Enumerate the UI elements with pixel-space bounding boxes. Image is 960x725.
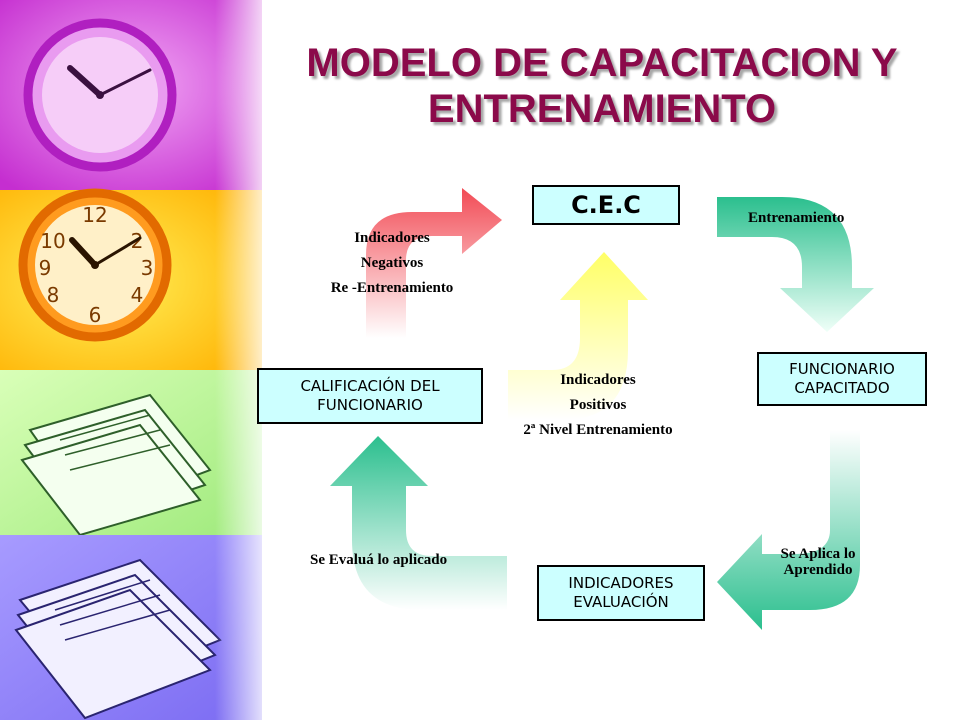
svg-text:3: 3 <box>141 256 154 280</box>
node-funcionario-line-1: FUNCIONARIO <box>789 360 895 378</box>
label-negativos: Indicadores Negativos Re -Entrenamiento <box>302 226 482 301</box>
label-negativos-line-1: Indicadores <box>354 230 430 246</box>
node-indicadores-line-1: INDICADORES <box>568 574 674 592</box>
svg-text:9: 9 <box>39 256 52 280</box>
node-funcionario-line-2: CAPACITADO <box>794 379 890 397</box>
label-entrenamiento: Entrenamiento <box>748 206 878 231</box>
cycle-diagram: C.E.C FUNCIONARIO CAPACITADO INDICADORES… <box>257 170 960 670</box>
arrow-se-evalua <box>330 436 507 610</box>
sidebar-decoration: 12 2 3 4 6 8 9 10 <box>0 0 275 720</box>
label-se-aplica-line-2: Aprendido <box>783 562 853 578</box>
node-calificacion-funcionario: CALIFICACIÓN DEL FUNCIONARIO <box>257 368 483 424</box>
arrow-negativos <box>366 188 502 338</box>
svg-text:8: 8 <box>47 283 60 307</box>
page-title: MODELO DE CAPACITACION Y ENTRENAMIENTO <box>262 40 942 132</box>
svg-text:4: 4 <box>131 283 144 307</box>
label-positivos-line-3: 2ª Nivel Entrenamiento <box>523 422 673 438</box>
arrow-entrenamiento <box>717 197 874 332</box>
node-cec: C.E.C <box>532 185 680 225</box>
arrow-se-aplica <box>717 430 860 630</box>
sidebar-fade <box>215 0 275 720</box>
svg-text:12: 12 <box>82 203 107 227</box>
title-line-1: MODELO DE CAPACITACION Y <box>306 41 898 85</box>
label-positivos-line-1: Indicadores <box>560 372 636 388</box>
cycle-arrows <box>330 188 874 630</box>
title-line-2: ENTRENAMIENTO <box>427 87 777 131</box>
arrow-positivos <box>508 252 648 420</box>
label-negativos-line-3: Re -Entrenamiento <box>330 280 454 296</box>
node-indicadores-evaluacion: INDICADORES EVALUACIÓN <box>537 565 705 621</box>
label-positivos: Indicadores Positivos 2ª Nivel Entrenami… <box>498 368 698 443</box>
node-funcionario-capacitado: FUNCIONARIO CAPACITADO <box>757 352 927 406</box>
label-se-evalua: Se Evaluá lo aplicado <box>310 548 495 573</box>
label-positivos-line-2: Positivos <box>569 397 627 413</box>
label-se-aplica: Se Aplica lo Aprendido <box>758 546 878 578</box>
svg-text:10: 10 <box>40 229 65 253</box>
label-se-evalua-text: Se Evaluá lo aplicado <box>310 552 448 568</box>
node-indicadores-line-2: EVALUACIÓN <box>573 593 669 611</box>
label-entrenamiento-text: Entrenamiento <box>748 210 845 226</box>
label-negativos-line-2: Negativos <box>360 255 424 271</box>
svg-text:6: 6 <box>89 303 102 327</box>
node-calificacion-line-1: CALIFICACIÓN DEL <box>300 377 440 395</box>
node-cec-text: C.E.C <box>571 191 641 219</box>
node-calificacion-line-2: FUNCIONARIO <box>317 396 423 414</box>
label-se-aplica-line-1: Se Aplica lo <box>780 546 856 562</box>
